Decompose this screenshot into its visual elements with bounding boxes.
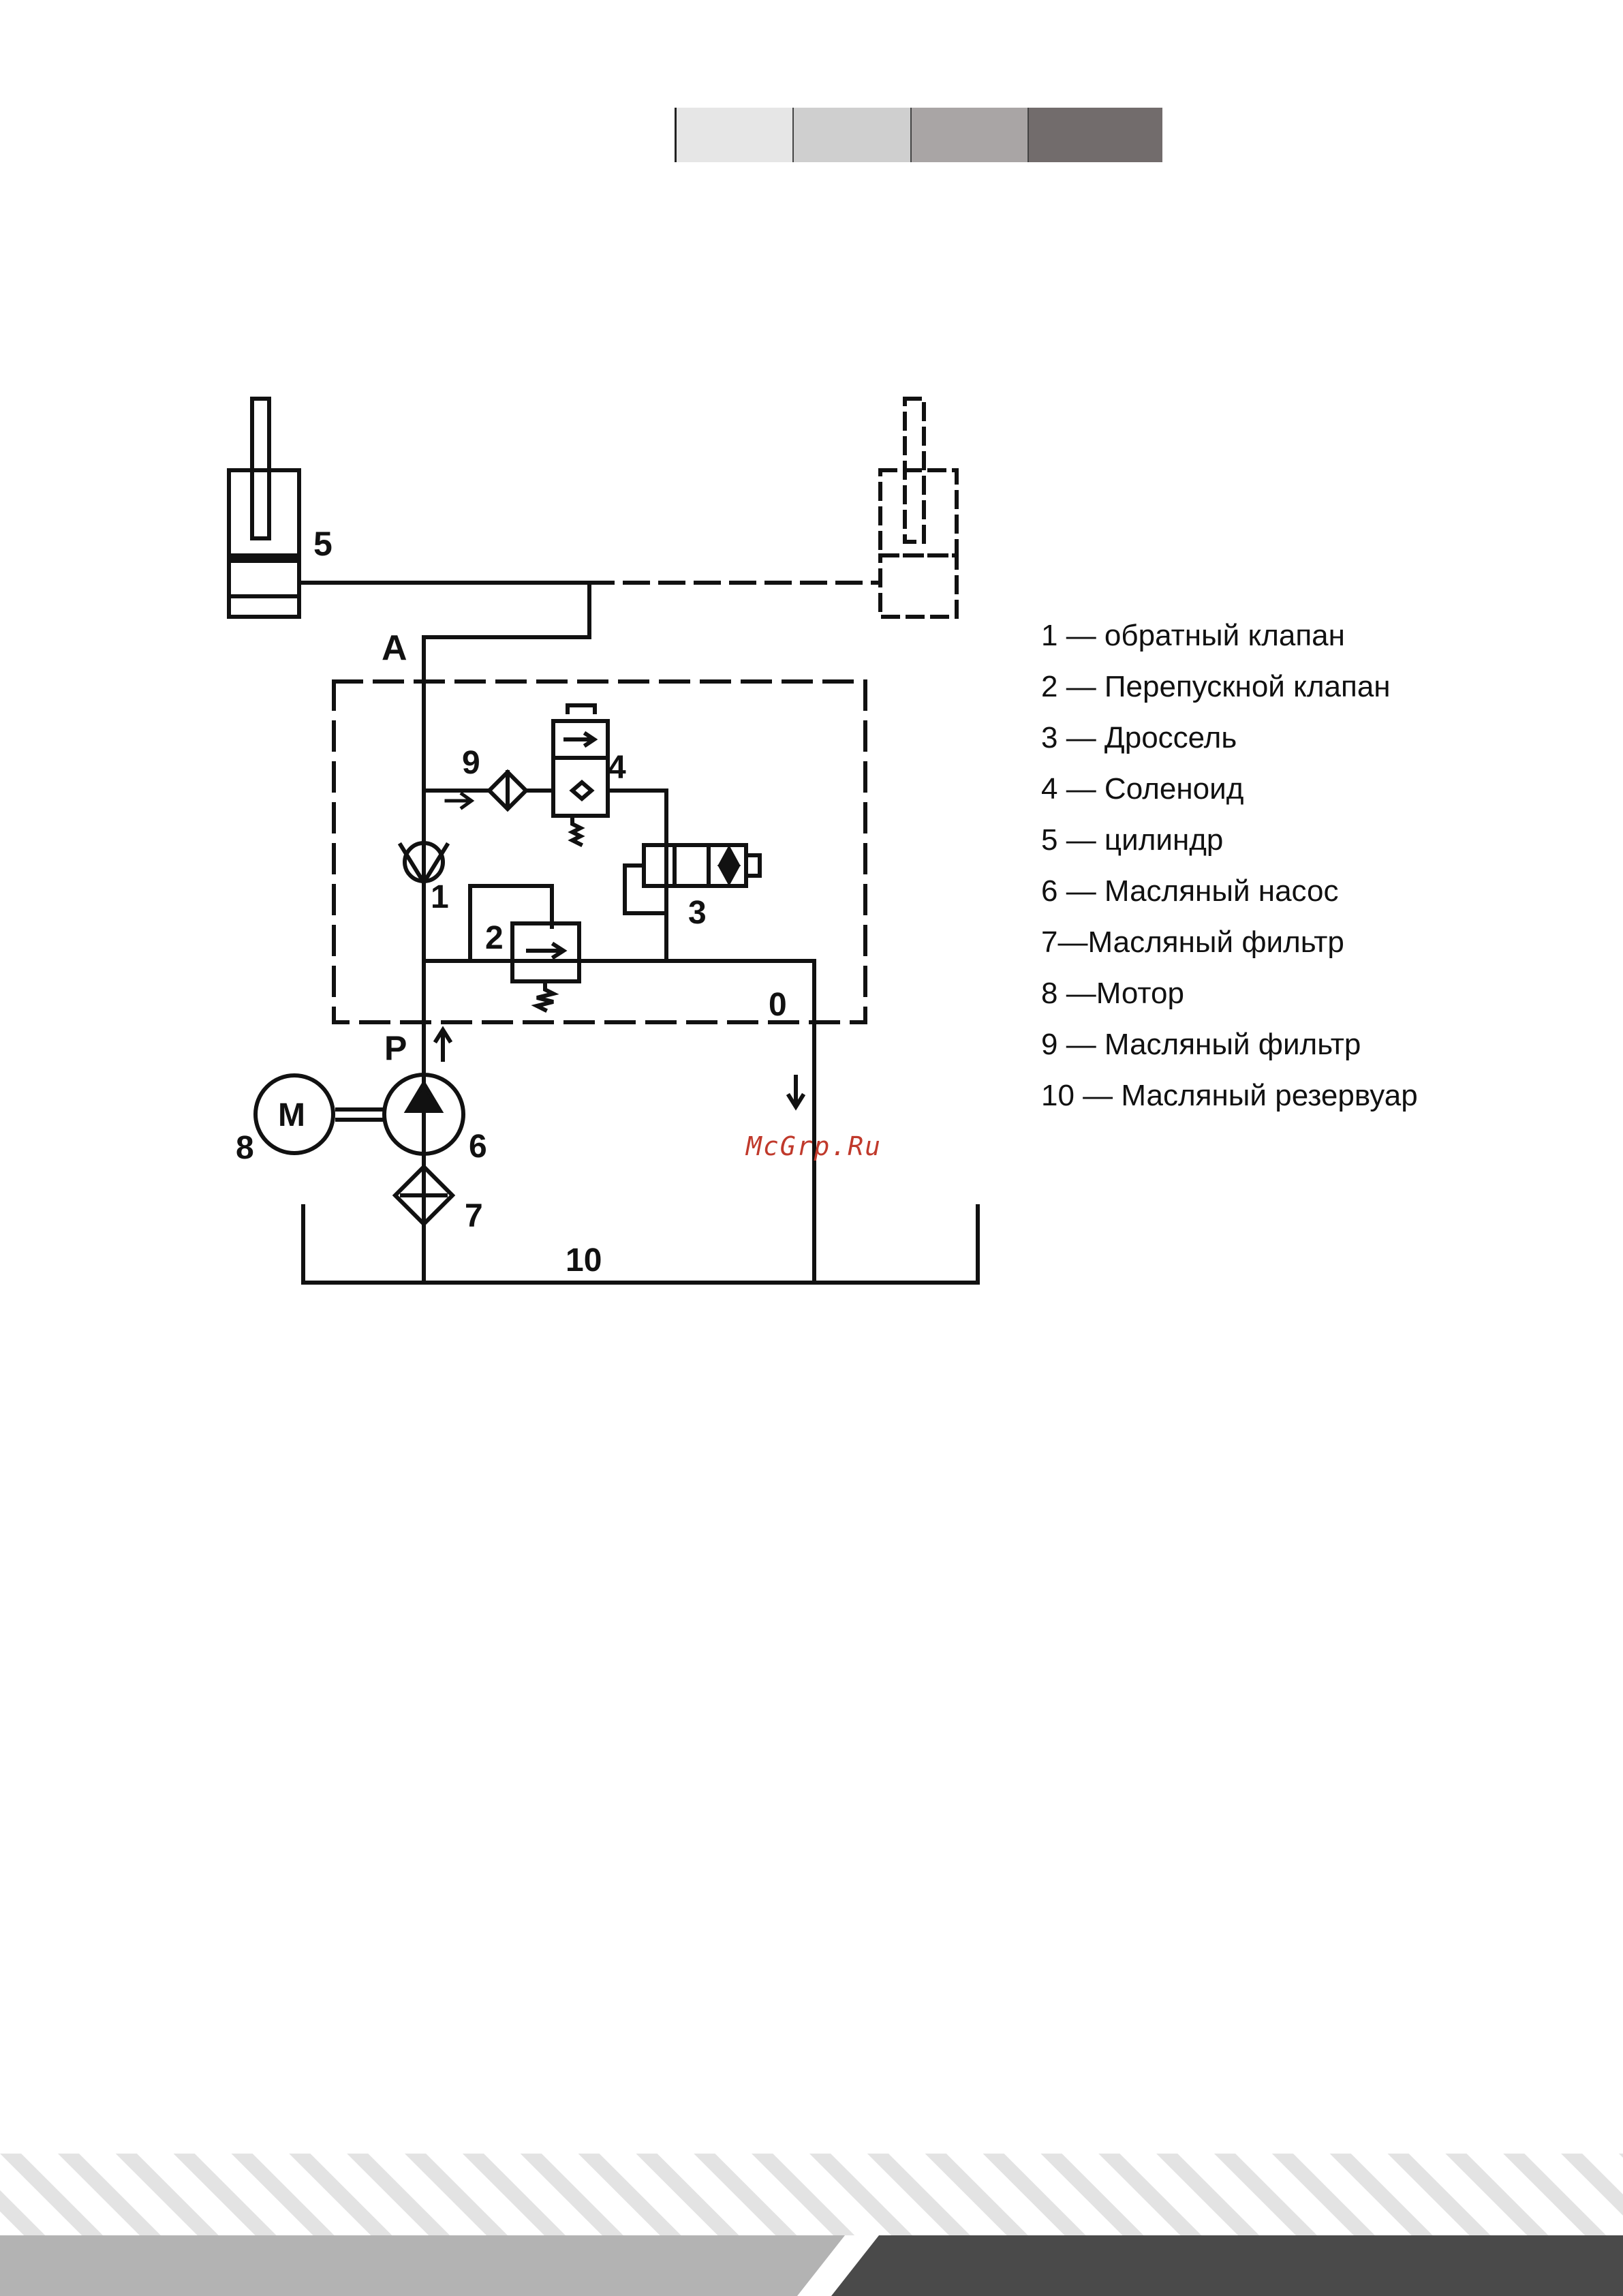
- component-legend: 1 — обратный клапан 2 — Перепускной клап…: [1041, 610, 1418, 1121]
- legend-item: 5 — цилиндр: [1041, 814, 1418, 866]
- filter-9: [489, 772, 526, 809]
- legend-item: 9 — Масляный фильтр: [1041, 1019, 1418, 1070]
- solenoid-4: [553, 705, 608, 844]
- label-pressure-p: P: [384, 1029, 407, 1067]
- label-throttle-3: 3: [688, 895, 707, 931]
- legend-item: 4 — Соленоид: [1041, 763, 1418, 814]
- label-check-valve-1: 1: [431, 879, 449, 915]
- motor-symbol-m: M: [278, 1097, 305, 1133]
- label-filter-9: 9: [462, 745, 480, 781]
- label-filter-7: 7: [465, 1198, 483, 1234]
- footer-band: [0, 2154, 1623, 2296]
- legend-item: 7—Масляный фильтр: [1041, 917, 1418, 968]
- cylinder: [229, 399, 299, 617]
- label-reservoir-10: 10: [566, 1242, 602, 1279]
- label-return-0: 0: [769, 987, 787, 1023]
- legend-item: 2 — Перепускной клапан: [1041, 661, 1418, 712]
- label-motor-8: 8: [236, 1130, 254, 1166]
- label-cylinder: 5: [313, 525, 333, 563]
- label-line-a: A: [382, 628, 407, 668]
- label-solenoid-4: 4: [608, 750, 626, 786]
- cylinder-alt-position: [880, 399, 957, 617]
- legend-item: 8 —Мотор: [1041, 968, 1418, 1019]
- legend-item: 6 — Масляный насос: [1041, 866, 1418, 917]
- label-pump-6: 6: [469, 1129, 487, 1165]
- legend-item: 1 — обратный клапан: [1041, 610, 1418, 661]
- watermark: McGrp.Ru: [746, 1131, 882, 1161]
- label-bypass-valve-2: 2: [485, 920, 504, 956]
- oil-reservoir-10: [303, 1206, 978, 1283]
- legend-item: 3 — Дроссель: [1041, 712, 1418, 763]
- legend-item: 10 — Масляный резервуар: [1041, 1070, 1418, 1121]
